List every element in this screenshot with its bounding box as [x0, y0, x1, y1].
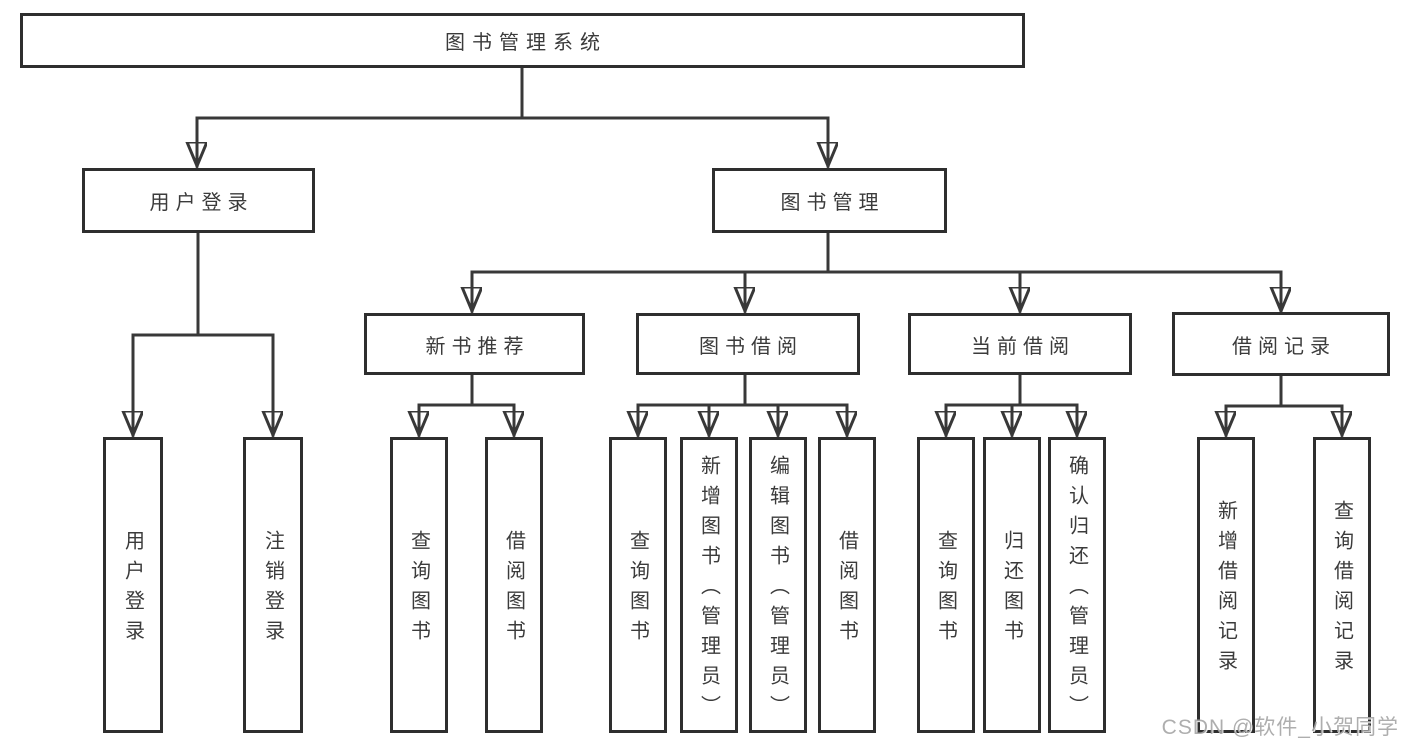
connector-user-login-children: [133, 231, 273, 435]
leaf-add-borrow-record-label: 新增借阅记录: [1214, 500, 1237, 680]
node-book-management: 图书管理: [712, 168, 947, 233]
leaf-query-books-recommend-label: 查询图书: [407, 530, 430, 650]
node-new-book-recommend-label: 新书推荐: [425, 335, 530, 358]
leaf-edit-books-admin: 编辑图书（管理员）: [749, 437, 807, 733]
leaf-edit-books-admin-label: 编辑图书（管理员）: [766, 455, 789, 725]
node-current-borrow: 当前借阅: [908, 313, 1132, 375]
leaf-query-books-current-label: 查询图书: [934, 530, 957, 650]
csdn-watermark: CSDN @软件_小贺同学: [1161, 716, 1399, 739]
leaf-confirm-return-admin-label: 确认归还（管理员）: [1065, 455, 1088, 725]
connector-current-borrow-children: [946, 373, 1077, 435]
node-book-borrow: 图书借阅: [636, 313, 860, 375]
leaf-query-books-borrow: 查询图书: [609, 437, 667, 733]
node-borrow-records-label: 借阅记录: [1232, 335, 1336, 358]
leaf-return-books-label: 归还图书: [1000, 530, 1023, 650]
node-new-book-recommend: 新书推荐: [364, 313, 585, 375]
leaf-logout-label: 注销登录: [261, 530, 284, 650]
leaf-add-books-admin: 新增图书（管理员）: [680, 437, 738, 733]
leaf-logout: 注销登录: [243, 437, 303, 733]
connector-book-management-children: [472, 231, 1281, 311]
leaf-add-borrow-record: 新增借阅记录: [1197, 437, 1255, 733]
connector-borrow-records-children: [1226, 374, 1342, 435]
leaf-confirm-return-admin: 确认归还（管理员）: [1048, 437, 1106, 733]
node-root-label: 图书管理系统: [445, 32, 607, 54]
connector-new-book-recommend-children: [419, 373, 514, 435]
connector-root-to-level2: [197, 66, 828, 166]
leaf-borrow-books-label: 借阅图书: [835, 530, 858, 650]
leaf-borrow-books-recommend: 借阅图书: [485, 437, 543, 733]
node-user-login: 用户登录: [82, 168, 315, 233]
leaf-query-borrow-record-label: 查询借阅记录: [1330, 500, 1353, 680]
leaf-query-books-borrow-label: 查询图书: [626, 530, 649, 650]
leaf-user-login-label: 用户登录: [121, 530, 144, 650]
node-book-borrow-label: 图书借阅: [699, 335, 803, 358]
leaf-query-books-current: 查询图书: [917, 437, 975, 733]
node-user-login-label: 用户登录: [149, 192, 254, 214]
connector-book-borrow-children: [638, 373, 847, 435]
leaf-borrow-books-recommend-label: 借阅图书: [502, 530, 525, 650]
leaf-query-books-recommend: 查询图书: [390, 437, 448, 733]
node-root: 图书管理系统: [20, 13, 1025, 68]
node-current-borrow-label: 当前借阅: [971, 335, 1075, 358]
leaf-user-login: 用户登录: [103, 437, 163, 733]
leaf-borrow-books: 借阅图书: [818, 437, 876, 733]
node-borrow-records: 借阅记录: [1172, 312, 1390, 376]
leaf-query-borrow-record: 查询借阅记录: [1313, 437, 1371, 733]
leaf-add-books-admin-label: 新增图书（管理员）: [697, 455, 720, 725]
leaf-return-books: 归还图书: [983, 437, 1041, 733]
node-book-management-label: 图书管理: [780, 192, 885, 214]
